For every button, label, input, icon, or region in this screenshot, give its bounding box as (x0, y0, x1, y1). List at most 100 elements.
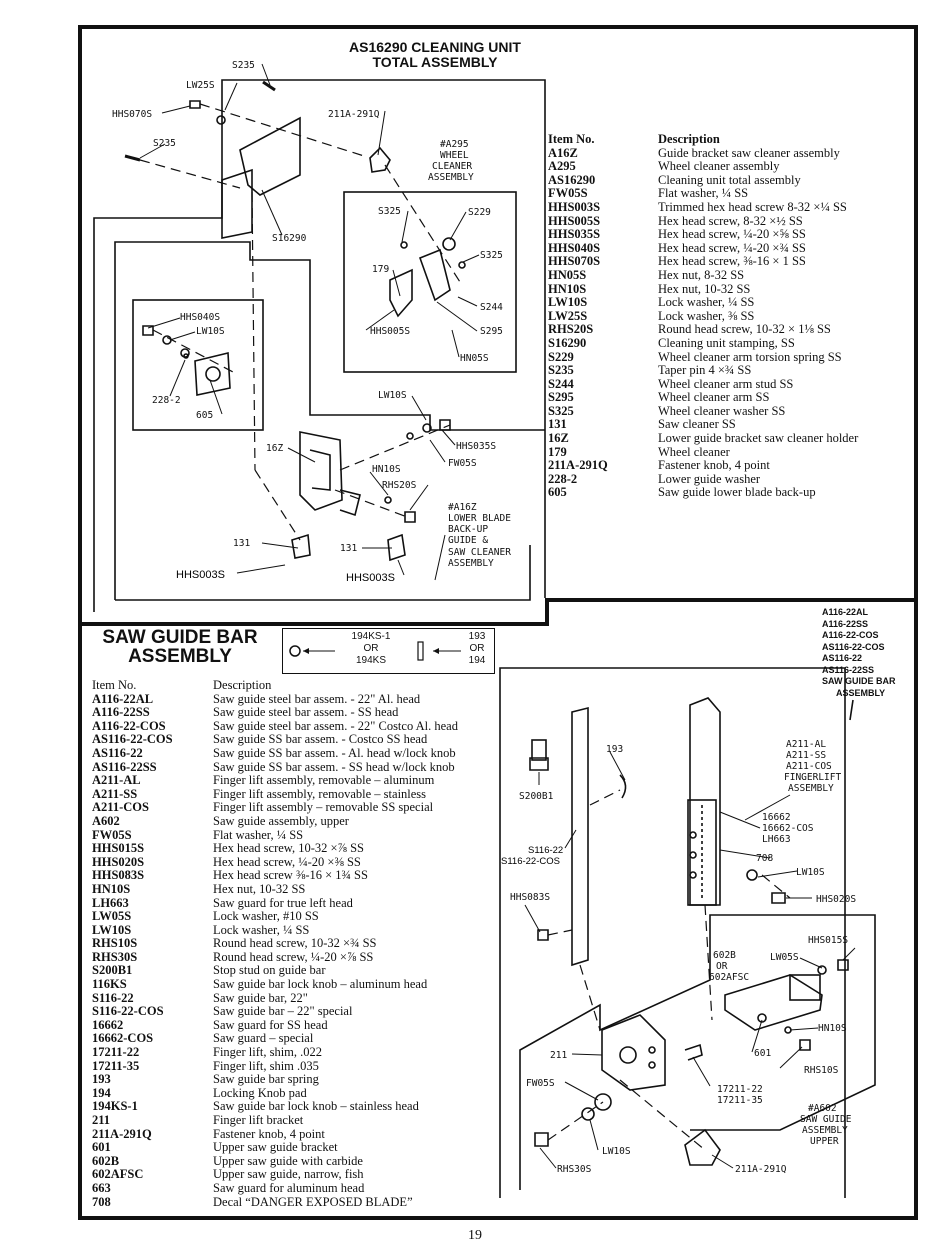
part-item-number: A116-22-COS (92, 718, 166, 733)
part-description: Saw guide bar lock knob – aluminum head (213, 977, 428, 992)
label-rhs30s: RHS30S (557, 1164, 592, 1175)
part-description: Lock washer, ⅜ SS (658, 308, 755, 323)
label-s200b1: S200B1 (519, 791, 554, 802)
label-16z: 16Z (266, 443, 283, 454)
part-item-number: HHS070S (548, 254, 601, 269)
label-lw05s: LW05S (770, 952, 799, 963)
part-description: Hex head screw, ¼-20 ×⅝ SS (658, 227, 806, 242)
legend-arrows (289, 641, 461, 661)
part-item-number: A211-AL (92, 773, 141, 788)
part-item-number: FW05S (548, 186, 588, 201)
part-description: Finger lift, shim .035 (213, 1058, 319, 1073)
label-a16z-3: BACK-UP (448, 524, 488, 535)
part-description: Wheel cleaner washer SS (658, 403, 786, 418)
label-s116-22-cos: S116-22-COS (501, 856, 560, 867)
label-hhs005s: HHS005S (370, 326, 410, 337)
part-item-number: 211A-291Q (92, 1126, 152, 1141)
part-description: Saw guide SS bar assem. - Costco SS head (213, 732, 428, 747)
label-179: 179 (372, 264, 389, 275)
part-description: Saw guard – special (213, 1031, 314, 1046)
part-description: Saw cleaner SS (658, 417, 736, 432)
part-description: Saw guide assembly, upper (213, 813, 349, 828)
part-item-number: RHS20S (548, 322, 594, 337)
part-item-number: 602B (92, 1153, 120, 1168)
label-knob: 211A-291Q (328, 109, 380, 120)
label-s325a: S325 (378, 206, 401, 217)
label-lh663: LH663 (762, 834, 791, 845)
part-item-number: A116-22SS (92, 705, 150, 720)
part-item-number: HHS005S (548, 213, 601, 228)
table-header: Item No. Description (548, 132, 720, 146)
label-fw05s: FW05S (526, 1078, 555, 1089)
label-hn05s: HN05S (460, 353, 489, 364)
label-rhs20s: RHS20S (382, 480, 417, 491)
label-fingerlift: FINGERLIFT (784, 772, 841, 783)
part-description: Wheel cleaner assembly (658, 159, 780, 174)
part-description: Wheel cleaner arm stud SS (658, 376, 794, 391)
label-708: 708 (756, 853, 773, 864)
part-description: Saw guide SS bar assem. - Al. head w/loc… (213, 745, 456, 760)
part-item-number: HN05S (548, 267, 587, 282)
part-item-number: 601 (92, 1140, 111, 1155)
table-header: Item No. Description (92, 678, 272, 692)
part-description: Fastener knob, 4 point (213, 1126, 325, 1141)
part-item-number: HHS083S (92, 868, 145, 883)
part-item-number: RHS30S (92, 949, 138, 964)
label-s116-22: S116-22 (528, 845, 563, 856)
part-description: Wheel cleaner arm torsion spring SS (658, 349, 842, 364)
label-hhs020s: HHS020S (816, 894, 856, 905)
label-hhs040s: HHS040S (180, 312, 220, 323)
part-description: Saw guide bar spring (213, 1072, 319, 1087)
label-131-a: 131 (233, 538, 250, 549)
section-divider-vertical (545, 598, 549, 626)
table-row: RHS30S Round head screw, ¼-20 ×⅞ SS (92, 949, 458, 965)
part-item-number: LW10S (548, 295, 588, 310)
part-item-number: 194 (92, 1085, 111, 1100)
part-item-number: S325 (548, 403, 574, 418)
part-description: Upper saw guide, narrow, fish (213, 1167, 364, 1182)
label-193: 193 (606, 744, 623, 755)
part-description: Round head screw, ¼-20 ×⅞ SS (213, 949, 374, 964)
label-602b: 602B (713, 950, 736, 961)
label-a16z-2: LOWER BLADE (448, 513, 511, 524)
part-item-number: FW05S (92, 827, 132, 842)
part-description: Saw guard for SS head (213, 1017, 328, 1032)
label-a211-cos: A211-COS (786, 761, 832, 772)
label-lw10s-b: LW10S (378, 390, 407, 401)
part-item-number: HHS020S (92, 854, 145, 869)
label-a16z-5: SAW CLEANER (448, 547, 511, 558)
part-description: Lower guide bracket saw cleaner holder (658, 431, 859, 446)
part-item-number: AS116-22 (92, 745, 143, 760)
part-item-number: A602 (92, 813, 120, 828)
part-item-number: A16Z (548, 145, 578, 160)
part-description: Saw guide lower blade back-up (658, 485, 816, 500)
part-description: Finger lift bracket (213, 1113, 304, 1127)
part-description: Saw guide bar – 22" special (213, 1004, 353, 1019)
